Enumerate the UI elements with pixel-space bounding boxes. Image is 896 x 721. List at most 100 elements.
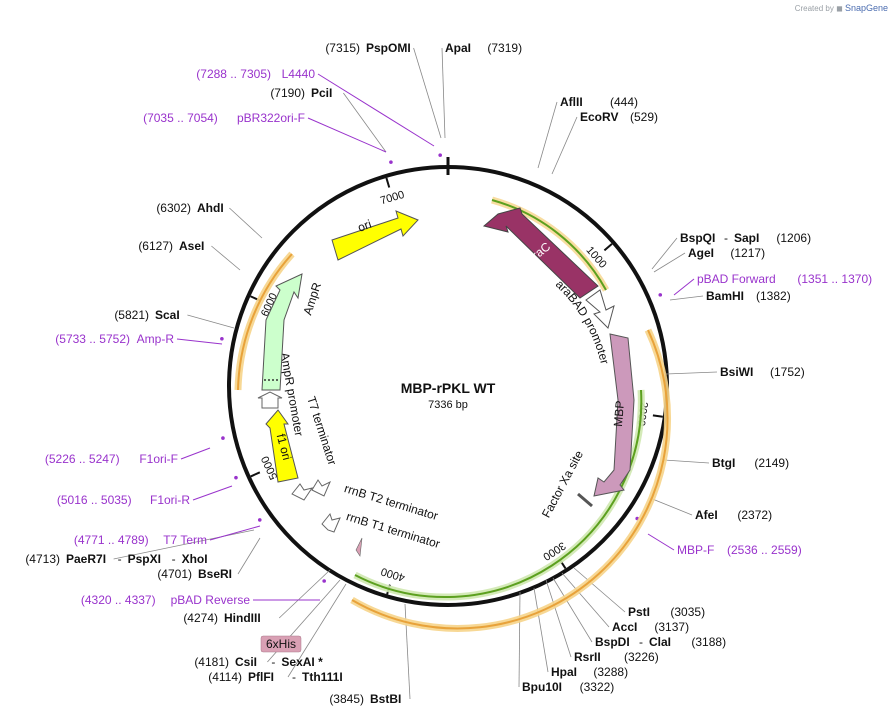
site-name-alt: SapI [734,231,759,245]
site-leader [211,245,241,271]
site-name: ScaI [155,308,180,322]
primer-l4440[interactable]: L4440(7288 .. 7305) [196,67,315,81]
feature-arrow-AmpR[interactable] [261,273,303,391]
tag-6xHis[interactable] [260,635,302,653]
factor-xa-site-mark[interactable] [577,492,593,508]
site-coord: (1206) [776,231,811,245]
terminator-arrow-rrnB-T2[interactable] [311,479,331,497]
site-leader [113,529,255,560]
primer-pbad-reverse[interactable]: pBAD Reverse(4320 .. 4337) [81,593,250,607]
site-labels[interactable]: (7315)PspOMI ApaI(7319) AflII(444)EcoRV (52… [25,41,872,706]
restriction-site-afei[interactable]: AfeI(2372) [695,508,772,522]
restriction-site-paer7i[interactable]: (4713)PaeR7I-PspXI-XhoI [25,552,207,566]
promoter-arrow-araBAD[interactable] [585,289,615,329]
site-coord: (1382) [756,289,791,303]
site-leader [573,567,626,613]
restriction-site-rsrii[interactable]: RsrII(3226) [574,650,659,664]
site-leader [537,101,558,169]
restriction-site-bspdi[interactable]: BspDI-ClaI(3188) [595,635,726,649]
restriction-site-pcii[interactable]: (7190)PciI [270,86,332,100]
primer-leader [209,525,261,541]
site-name: HindIII [224,611,261,625]
snapgene-logo-icon: ◼ [836,4,843,13]
restriction-site-bpu10i[interactable]: Bpu10I(3322) [522,680,614,694]
restriction-site-pflfi[interactable]: (4114)PflFI-Tth111I [208,670,342,684]
site-separator: - [118,552,122,566]
tick-label: 4000 [380,565,407,583]
site-coord: (529) [630,110,658,124]
tick-mark [250,471,261,478]
promoter-arrow-AmpR[interactable] [257,391,283,409]
primer-range: (5016 .. 5035) [57,493,132,507]
primer-name: F1ori-F [139,452,178,466]
site-coord: (4274) [183,611,218,625]
primer-leader [192,485,233,501]
feature-label-factor-xa: Factor Xa site [539,448,586,520]
restriction-site-bseri[interactable]: (4701)BseRI [157,567,232,581]
restriction-site-psti[interactable]: PstI (3035) [628,605,705,619]
restriction-site-pspomi[interactable]: (7315)PspOMI [325,41,410,55]
site-leader [669,295,704,301]
site-name: AgeI [688,246,714,260]
restriction-site-csii[interactable]: (4181)CsiI-SexAI * [194,655,323,669]
terminator-arrow-rrnB-T1[interactable] [321,512,341,533]
feature-arrow-ori[interactable] [331,210,419,261]
primer-leader [673,278,695,296]
primer-pbad-forward[interactable]: pBAD Forward(1351 .. 1370) [697,272,872,286]
restriction-site-scai[interactable]: (5821)ScaI [114,308,179,322]
primer-f1ori-r[interactable]: F1ori-R(5016 .. 5035) [57,493,190,507]
restriction-site-bsiwi[interactable]: BsiWI(1752) [720,365,805,379]
site-leader [187,314,235,329]
site-leader [278,569,331,619]
site-name: BamHI [706,289,744,303]
site-name-alt: SexAI * [281,655,323,669]
site-coord: (3035) [670,605,705,619]
restriction-site-acci[interactable]: AccI(3137) [612,620,689,634]
site-leader [665,371,718,375]
site-leader [653,252,686,273]
site-coord: (3188) [691,635,726,649]
restriction-site-hpai[interactable]: HpaI(3288) [551,665,628,679]
restriction-site-btgi[interactable]: BtgI(2149) [712,456,789,470]
restriction-site-bamhi[interactable]: BamHI (1382) [706,289,791,303]
site-coord: (4701) [157,567,192,581]
primer-pbr322ori-f[interactable]: pBR322ori-F(7035 .. 7054) [143,111,305,125]
site-leader-lines [113,47,718,700]
restriction-site-bstbi[interactable]: (3845)BstBI [329,692,401,706]
site-name: PstI [628,605,650,619]
restriction-site-agei[interactable]: AgeI(1217) [688,246,765,260]
restriction-site-ahdi[interactable]: (6302)AhdI [156,201,223,215]
site-coord: (6302) [156,201,191,215]
primer-mark [658,293,663,297]
site-coord: (7319) [487,41,522,55]
feature-label-f1-ori: f1 ori [274,432,294,461]
feature-arrow-araC[interactable] [482,207,599,299]
primer-f1ori-f[interactable]: F1ori-F(5226 .. 5247) [45,452,178,466]
feature-label-MBP: MBP [611,400,627,427]
site-separator: - [271,655,275,669]
site-name: CsiI [235,655,257,669]
site-leader [533,587,549,673]
site-separator: - [292,670,296,684]
feature-arrow-MBP[interactable] [593,333,635,497]
site-name-alt: PspXI [128,552,161,566]
site-coord: (444) [610,95,638,109]
primer-mbp-f[interactable]: MBP-F(2536 .. 2559) [677,543,802,557]
primer-amp-r[interactable]: Amp-R(5733 .. 5752) [55,332,174,346]
restriction-site-ecorv[interactable]: EcoRV (529) [580,110,658,124]
terminator-arrow-T7[interactable] [291,483,314,501]
primer-t7-term[interactable]: T7 Term(4771 .. 4789) [74,533,207,547]
primer-mark [221,436,225,440]
site-name: EcoRV [580,110,618,124]
restriction-site-asei[interactable]: (6127)AseI [138,239,204,253]
primer-name: L4440 [282,67,316,81]
restriction-site-bspqi[interactable]: BspQI-SapI(1206) [680,231,811,245]
feature-arrow-f1-ori[interactable] [265,409,299,483]
site-coord: (7190) [270,86,305,100]
restriction-site-apai[interactable]: ApaI(7319) [445,41,522,55]
site-name: BstBI [370,692,401,706]
primer-range: (5733 .. 5752) [55,332,130,346]
restriction-site-hindiii[interactable]: (4274) HindIII [183,611,260,625]
restriction-site-aflii[interactable]: AflII(444) [560,95,638,109]
